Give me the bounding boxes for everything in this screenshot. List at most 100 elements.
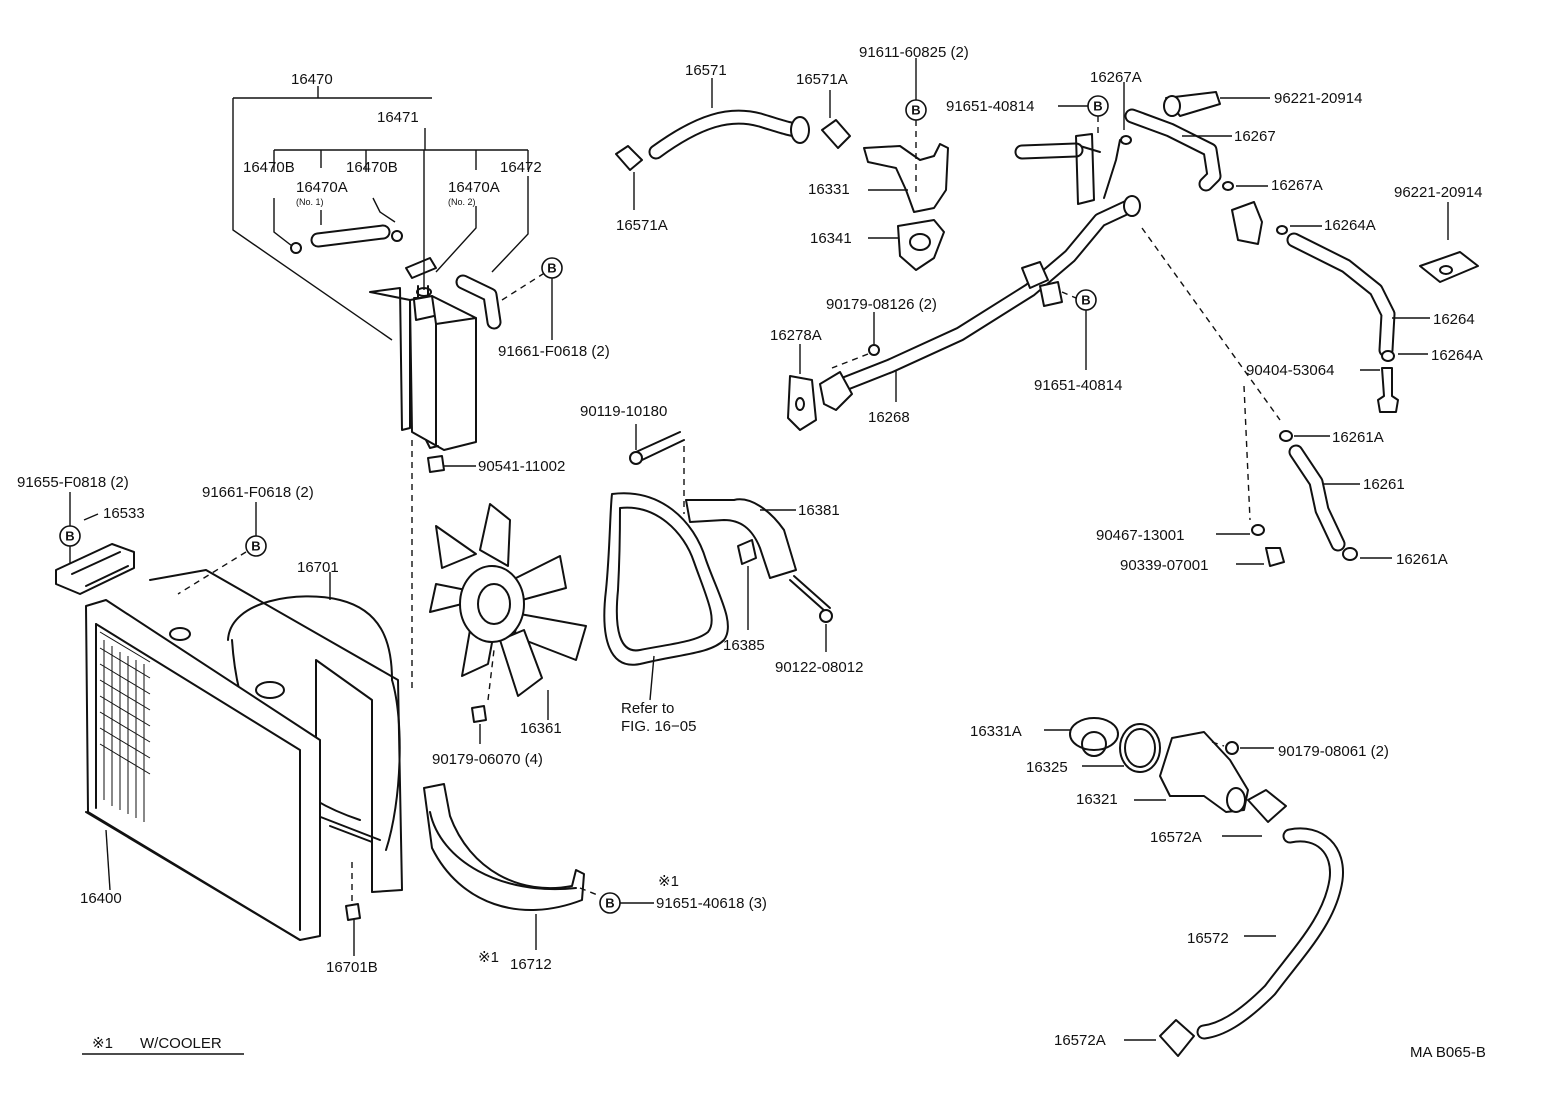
callout-b-letter-shroud: B <box>605 896 614 911</box>
label-16471: 16471 <box>377 109 419 126</box>
label-16321: 16321 <box>1076 791 1118 808</box>
label-16572a-top: 16572A <box>1150 829 1202 846</box>
label-90404-53064: 90404-53064 <box>1246 362 1334 379</box>
gasket-16278a <box>787 375 817 431</box>
label-16261a-bottom: 16261A <box>1396 551 1448 568</box>
label-91651-40814-mid: 91651-40814 <box>1034 377 1122 394</box>
label-16400: 16400 <box>80 890 122 907</box>
label-91651-40618: 91651-40618 (3) <box>656 895 767 912</box>
v-belt-inner <box>615 506 713 652</box>
clamp-16571a-left <box>615 145 643 171</box>
reservoir-tank <box>369 287 477 451</box>
footnote-text: W/COOLER <box>140 1035 222 1052</box>
label-fig-16-05: FIG. 16−05 <box>621 718 696 735</box>
water-outlet-16331 <box>863 143 949 213</box>
fan-16361 <box>429 503 587 697</box>
label-90122-08012: 90122-08012 <box>775 659 863 676</box>
callout-b-letter-left: B <box>65 529 74 544</box>
radiator-16400 <box>85 599 321 941</box>
gasket-16341 <box>897 219 945 271</box>
label-16701b: 16701B <box>326 959 378 976</box>
clamp-16571a-top <box>821 119 851 149</box>
bolt-90122 <box>789 575 831 613</box>
label-16470a-no2: 16470A <box>448 179 500 196</box>
figure-code: MA B065-B <box>1410 1044 1486 1061</box>
v-belt-outer <box>603 492 729 666</box>
dash-to-16261 <box>1141 227 1281 421</box>
label-no1: (No. 1) <box>296 197 324 207</box>
label-16701: 16701 <box>297 559 339 576</box>
star-mark-bottom: ※1 <box>478 949 499 966</box>
label-16712: 16712 <box>510 956 552 973</box>
label-16571a-top: 16571A <box>796 71 848 88</box>
plug-90339 <box>1265 547 1285 567</box>
label-16381: 16381 <box>798 502 840 519</box>
label-16264a-bottom: 16264A <box>1431 347 1483 364</box>
label-16470: 16470 <box>291 71 333 88</box>
label-16267a-b: 16267A <box>1271 177 1323 194</box>
cap-90467 <box>1251 524 1265 536</box>
label-91651-40814-top: 91651-40814 <box>946 98 1034 115</box>
radiator-support-16533 <box>55 543 135 595</box>
label-16264: 16264 <box>1433 311 1475 328</box>
label-16470b-right: 16470B <box>346 159 398 176</box>
label-16268: 16268 <box>868 409 910 426</box>
callout-b-letter-upper-pipe: B <box>1093 99 1102 114</box>
label-no2: (No. 2) <box>448 197 476 207</box>
bracket-16267 <box>1231 201 1263 245</box>
label-90119-10180: 90119-10180 <box>580 403 667 420</box>
label-16261: 16261 <box>1363 476 1405 493</box>
label-16470b-left: 16470B <box>243 159 295 176</box>
label-16533: 16533 <box>103 505 145 522</box>
callout-b-letter: B <box>547 261 556 276</box>
label-16267a-top: 16267A <box>1090 69 1142 86</box>
footnote-symbol: ※1 <box>92 1035 113 1052</box>
label-91661-f0618-left: 91661-F0618 (2) <box>202 484 314 501</box>
label-16331: 16331 <box>808 181 850 198</box>
clamp-16572a-bottom <box>1159 1019 1195 1057</box>
label-90179-08126: 90179-08126 (2) <box>826 296 937 313</box>
nut-90179-08126 <box>868 344 880 356</box>
label-16331a: 16331A <box>970 723 1022 740</box>
reservoir-bracket-lines <box>232 86 529 341</box>
callout-b-icon-radiator <box>245 535 267 557</box>
clip-16701b <box>345 903 361 921</box>
label-16361: 16361 <box>520 720 562 737</box>
label-96221-20914-right: 96221-20914 <box>1394 184 1482 201</box>
reservoir-hoses <box>290 224 502 330</box>
label-16571a-left: 16571A <box>616 217 668 234</box>
label-91661-f0618-top: 91661-F0618 (2) <box>498 343 610 360</box>
label-90179-08061: 90179-08061 (2) <box>1278 743 1389 760</box>
label-16325: 16325 <box>1026 759 1068 776</box>
label-16385: 16385 <box>723 637 765 654</box>
bolt-90119 <box>635 431 685 461</box>
tank-clip-90541 <box>427 455 445 473</box>
label-96221-20914-top: 96221-20914 <box>1274 90 1362 107</box>
star-mark-top: ※1 <box>658 873 679 890</box>
union-90404 <box>1377 367 1399 413</box>
spacer-16385 <box>737 539 757 565</box>
pipe-flange <box>819 371 853 411</box>
label-16572a-bottom: 16572A <box>1054 1032 1106 1049</box>
callout-b-letter-outlet: B <box>911 103 920 118</box>
label-16278a: 16278A <box>770 327 822 344</box>
label-91611-60825: 91611-60825 (2) <box>859 44 969 61</box>
label-16472: 16472 <box>500 159 542 176</box>
label-16267: 16267 <box>1234 128 1276 145</box>
thermostat-16331a <box>1069 717 1119 751</box>
callout-b-letter-radiator: B <box>251 539 260 554</box>
label-91655-f0818: 91655-F0818 (2) <box>17 474 129 491</box>
label-90467-13001: 90467-13001 <box>1096 527 1184 544</box>
clamp-16572a-top <box>1247 789 1287 823</box>
label-16571: 16571 <box>685 62 727 79</box>
lower-shroud-16712 <box>423 783 585 911</box>
label-90179-06070: 90179-06070 (4) <box>432 751 543 768</box>
b-dash-top <box>501 271 547 301</box>
label-16261a-top: 16261A <box>1332 429 1384 446</box>
label-16572: 16572 <box>1187 930 1229 947</box>
label-16470a-no1: 16470A <box>296 179 348 196</box>
callout-b-letter-pipe: B <box>1081 293 1090 308</box>
bracket-16381 <box>685 498 797 579</box>
nut-90179-08061 <box>1225 741 1239 755</box>
